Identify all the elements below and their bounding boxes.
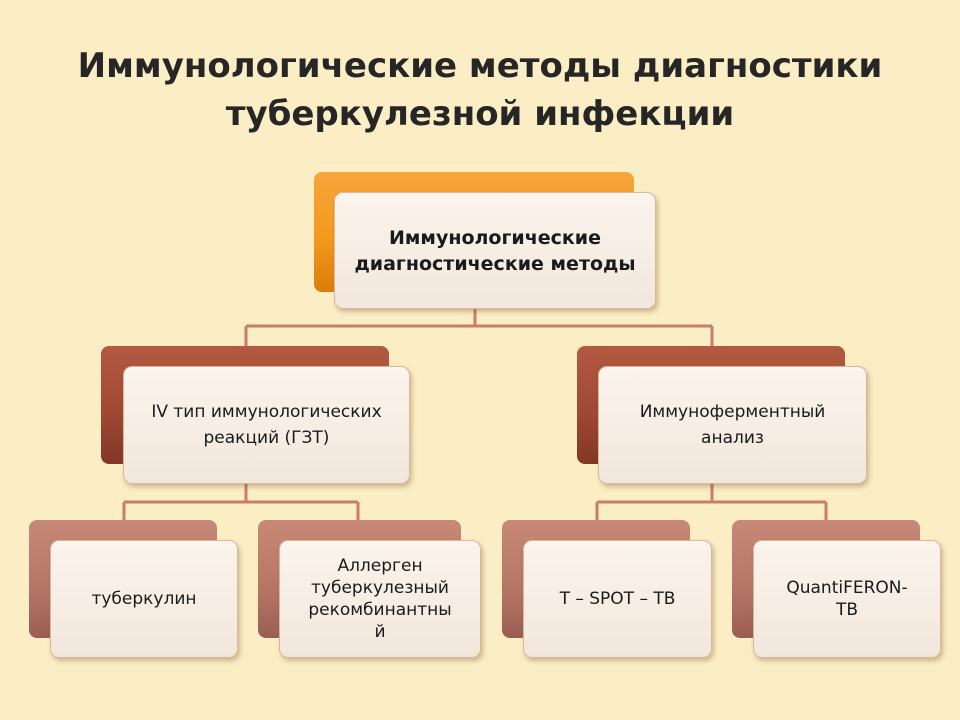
tuberculin-label: туберкулин	[91, 589, 197, 609]
quantiferon-node: QuantiFERON- TB	[753, 540, 941, 658]
allergen-label: Аллерген туберкулезный рекомбинантны й	[308, 556, 452, 642]
tspot-node: T – SPOT – TB	[523, 540, 712, 658]
right-branch-label: Иммуноферментный анализ	[639, 402, 826, 448]
slide-title: Иммунологические методы диагностики тубе…	[60, 42, 900, 138]
root-node-label: Иммунологические диагностические методы	[354, 226, 636, 275]
root-node: Иммунологические диагностические методы	[334, 192, 656, 309]
slide-title-line-2: туберкулезной инфекции	[225, 94, 735, 134]
tuberculin-node: туберкулин	[50, 540, 238, 658]
slide-title-line-1: Иммунологические методы диагностики	[77, 46, 883, 86]
right-branch-node: Иммуноферментный анализ	[598, 366, 867, 484]
left-branch-label: IV тип иммунологических реакций (ГЗТ)	[151, 402, 382, 448]
tspot-label: T – SPOT – TB	[559, 589, 676, 609]
allergen-node: Аллерген туберкулезный рекомбинантны й	[279, 540, 481, 658]
left-branch-node: IV тип иммунологических реакций (ГЗТ)	[123, 366, 410, 484]
quantiferon-label: QuantiFERON- TB	[786, 578, 908, 620]
